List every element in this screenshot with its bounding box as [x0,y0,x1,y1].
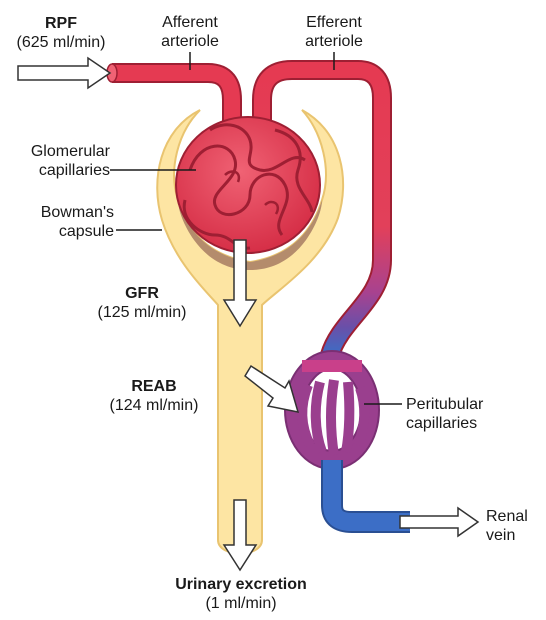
afferent-line1: Afferent [162,14,218,31]
efferent-arteriole [252,60,392,359]
afferent-arteriole-label: Afferent arteriole [148,13,232,51]
rpf-title: RPF [45,15,77,32]
peritubular-capillaries-label: Peritubular capillaries [406,395,483,433]
peritubular-line2: capillaries [406,415,478,432]
bowmans-line2: capsule [58,223,114,240]
afferent-arteriole [106,63,242,130]
gfr-arrow [222,239,258,328]
afferent-line2: arteriole [161,33,219,50]
efferent-line1: Efferent [306,14,362,31]
rpf-label: RPF (625 ml/min) [6,14,116,52]
reab-label: REAB (124 ml/min) [96,377,212,415]
gfr-label: GFR (125 ml/min) [84,284,200,322]
urinary-title: Urinary excretion [175,576,307,593]
glomerular-capillaries-label: Glomerular capillaries [6,142,110,180]
bowmans-line1: Bowman's [40,204,114,221]
gfr-value: (125 ml/min) [97,304,187,321]
glomerular-capillaries [175,116,321,254]
peritubular-line1: Peritubular [406,396,484,413]
urinary-value: (1 ml/min) [205,595,277,612]
renal-vein-label: Renal vein [486,507,528,545]
urinary-excretion-arrow [222,499,258,572]
urinary-excretion-label: Urinary excretion (1 ml/min) [154,575,328,613]
renal-vein-arrow [399,506,480,538]
peritubular-capillaries [284,350,380,470]
bowmans-capsule-label: Bowman's capsule [6,203,114,241]
reab-value: (124 ml/min) [109,397,199,414]
leader-lines [110,52,402,405]
rpf-value: (625 ml/min) [16,34,106,51]
gfr-title: GFR [125,285,159,302]
renal-vein-line2: vein [486,527,516,544]
renal-vein [321,460,410,533]
renal-vein-line1: Renal [486,508,528,525]
glomerular-line1: Glomerular [30,143,110,160]
rpf-arrow [17,56,112,90]
efferent-line2: arteriole [305,33,363,50]
efferent-arteriole-label: Efferent arteriole [292,13,376,51]
glomerular-line2: capillaries [38,162,110,179]
reab-arrow [244,364,300,413]
reab-title: REAB [131,378,177,395]
bowmans-capsule [156,109,345,555]
